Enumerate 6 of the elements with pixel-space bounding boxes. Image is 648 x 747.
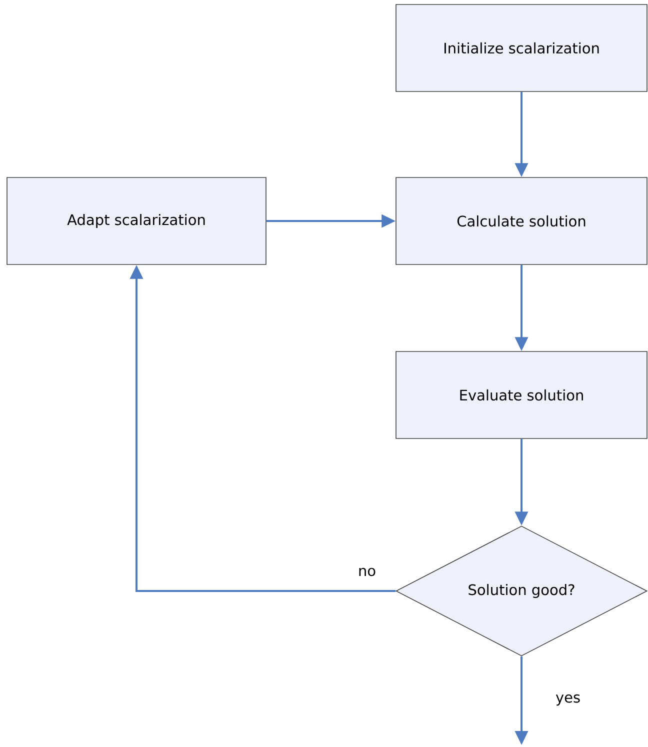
process-box: Calculate solution bbox=[396, 177, 648, 265]
edge-label: yes bbox=[554, 693, 582, 707]
process-box: Initialize scalarization bbox=[396, 4, 648, 92]
process-box: Adapt scalarization bbox=[6, 177, 266, 265]
edge-label: no bbox=[356, 566, 378, 578]
process-box: Evaluate solution bbox=[396, 351, 648, 439]
